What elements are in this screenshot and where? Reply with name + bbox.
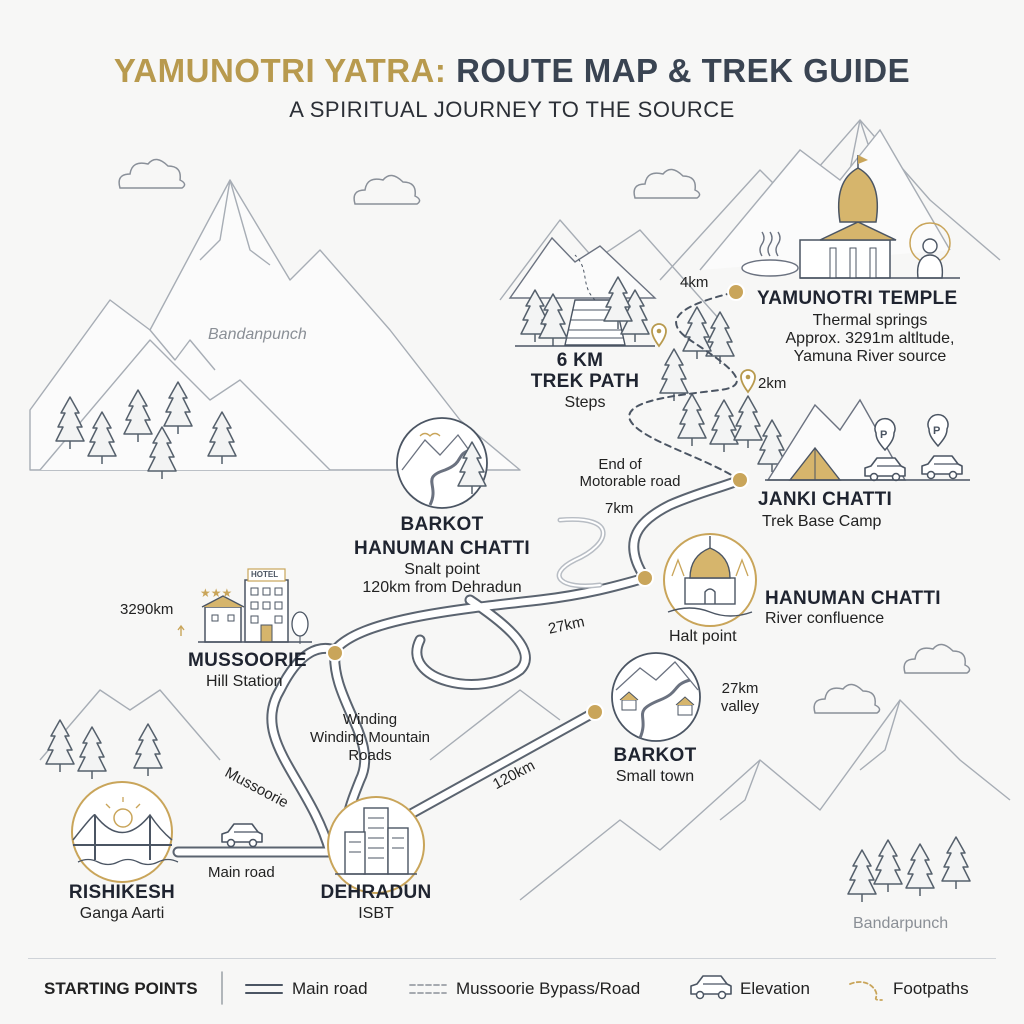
hanuman-chatti-badge: [663, 533, 757, 627]
stop-name-hanuman-chatti: HANUMAN CHATTI: [765, 588, 941, 609]
winding-label-2: Winding Mountain: [309, 729, 431, 746]
elevation-label: 3290km: [120, 601, 174, 618]
janki-chatti-illustration: P P: [765, 398, 970, 482]
stop-name-dehradun: DEHRADUN: [320, 882, 432, 903]
stop-name-mussoorie: MUSSOORIE: [188, 650, 307, 671]
distance-2km: 2km: [758, 375, 787, 392]
stop-desc-barkot-hc-2: 120km from Dehradun: [362, 579, 522, 596]
trek-label-line2: TREK PATH: [530, 371, 640, 392]
svg-text:P: P: [880, 429, 887, 441]
stop-name-barkot: BARKOT: [613, 745, 697, 766]
stop-desc-hanuman-chatti-1: River confluence: [765, 610, 885, 627]
stop-desc-yamunotri-2: Approx. 3291m altltude,: [785, 330, 955, 347]
peak-label-left: Bandanpunch: [208, 326, 307, 343]
trek-label-line1: 6 KM: [556, 350, 604, 371]
legend-main-road: Main road: [292, 979, 368, 998]
legend-elevation: Elevation: [740, 979, 810, 998]
hotel-sign: HOTEL: [251, 570, 279, 579]
stop-name-janki-chatti: JANKI CHATTI: [758, 489, 893, 510]
route-stops: [326, 283, 749, 721]
trek-label-desc: Steps: [564, 394, 606, 411]
barkot-valley-label: valley: [720, 698, 760, 715]
legend-icons: [221, 971, 883, 1005]
legend-bypass: Mussoorie Bypass/Road: [456, 979, 641, 998]
stop-name-yamunotri: YAMUNOTRI TEMPLE: [757, 288, 958, 309]
rishikesh-badge: [71, 781, 179, 883]
svg-text:★★★: ★★★: [200, 586, 232, 600]
winding-label-3: Roads: [348, 747, 392, 764]
main-road-label: Main road: [208, 864, 275, 881]
stop-desc-yamunotri-3: Yamuna River source: [793, 348, 947, 365]
dehradun-badge: [327, 796, 425, 894]
page-subtitle: A SPIRITUAL JOURNEY TO THE SOURCE: [289, 97, 735, 122]
stop-desc-rishikesh: Ganga Aarti: [79, 905, 165, 922]
stop-desc-mussoorie: Hill Station: [206, 673, 283, 690]
barkot-distance-27km: 27km: [721, 680, 759, 697]
legend-title: STARTING POINTS: [44, 979, 198, 998]
mussoorie-hotel-illustration: ★★★: [177, 568, 312, 644]
svg-text:P: P: [933, 425, 940, 437]
barkot-valley-badge: [611, 652, 701, 742]
stop-desc-dehradun: ISBT: [358, 905, 394, 922]
stop-desc-hanuman-chatti-2: Halt point: [669, 628, 737, 645]
forest-right: [847, 836, 971, 903]
stop-desc-janki-chatti: Trek Base Camp: [762, 513, 882, 530]
legend-divider: [28, 958, 996, 959]
legend-footpaths: Footpaths: [893, 979, 969, 998]
stop-desc-barkot-hc-1: Snalt point: [404, 561, 480, 578]
yamunotri-temple-illustration: [699, 128, 960, 279]
distance-7km: 7km: [605, 500, 634, 517]
distance-4km: 4km: [680, 274, 709, 291]
stop-name-barkot-hc-2: HANUMAN CHATTI: [354, 538, 530, 559]
stop-desc-barkot: Small town: [615, 768, 695, 785]
stop-desc-yamunotri-1: Thermal springs: [812, 312, 928, 329]
title-part-1: YAMUNOTRI YATRA:: [113, 52, 447, 89]
end-road-label-1: End of: [598, 456, 642, 473]
trek-path-illustration: [508, 236, 657, 347]
stop-name-barkot-hc-1: BARKOT: [400, 514, 484, 535]
title-part-2: ROUTE MAP & TREK GUIDE: [456, 52, 911, 89]
forest-lower-left: [45, 719, 163, 780]
page-title: YAMUNOTRI YATRA: ROUTE MAP & TREK GUIDE: [0, 52, 1024, 90]
peak-label-right: Bandarpunch: [853, 915, 949, 932]
stop-name-rishikesh: RISHIKESH: [68, 882, 176, 903]
end-road-label-2: Motorable road: [579, 473, 681, 490]
barkot-hanuman-chatti-badge: [396, 417, 488, 509]
winding-label-1: Winding: [342, 711, 398, 728]
